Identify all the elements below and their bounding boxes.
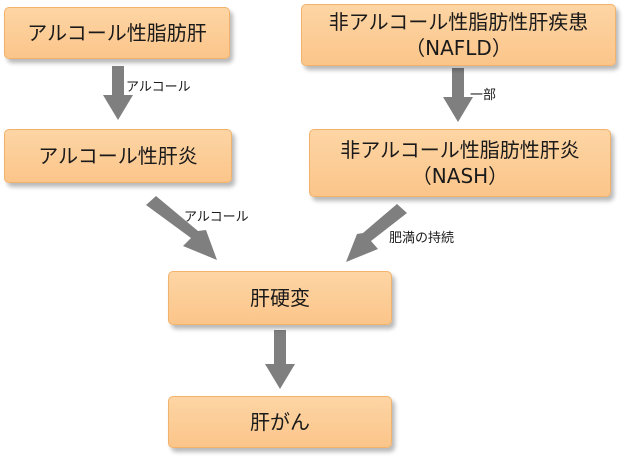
node-liver-cancer: 肝がん bbox=[168, 396, 392, 448]
node-label: 肝がん bbox=[250, 410, 310, 434]
arrow-cirrhosis-to-cancer bbox=[265, 330, 295, 389]
node-sublabel: （NASH） bbox=[411, 164, 509, 188]
arrow-nash-to-cirrhosis bbox=[346, 204, 407, 262]
edge-label-hepatitis-to-cirrhosis: アルコール bbox=[184, 210, 249, 225]
edge-label-nash-to-cirrhosis: 肥満の持続 bbox=[389, 231, 455, 246]
node-nash: 非アルコール性脂肪性肝炎 （NASH） bbox=[309, 129, 611, 197]
arrow-fatty-liver-to-hepatitis bbox=[103, 66, 133, 120]
node-alcoholic-hepatitis: アルコール性肝炎 bbox=[4, 129, 232, 183]
arrow-nafld-to-nash bbox=[443, 68, 473, 122]
node-label: 肝硬変 bbox=[250, 286, 310, 310]
node-alcoholic-fatty-liver: アルコール性脂肪肝 bbox=[4, 7, 230, 59]
edge-label-fatty-liver-to-hepatitis: アルコール bbox=[126, 80, 191, 95]
node-label: 非アルコール性脂肪性肝疾患 bbox=[328, 10, 589, 34]
node-label: アルコール性脂肪肝 bbox=[27, 21, 207, 45]
node-label: 非アルコール性脂肪性肝炎 bbox=[340, 138, 580, 162]
node-sublabel: （NAFLD） bbox=[405, 36, 512, 60]
edge-label-nafld-to-nash: 一部 bbox=[470, 88, 497, 103]
node-nafld: 非アルコール性脂肪性肝疾患 （NAFLD） bbox=[301, 4, 616, 66]
node-cirrhosis: 肝硬変 bbox=[168, 271, 392, 325]
arrow-hepatitis-to-cirrhosis bbox=[146, 196, 217, 260]
node-label: アルコール性肝炎 bbox=[38, 144, 198, 168]
